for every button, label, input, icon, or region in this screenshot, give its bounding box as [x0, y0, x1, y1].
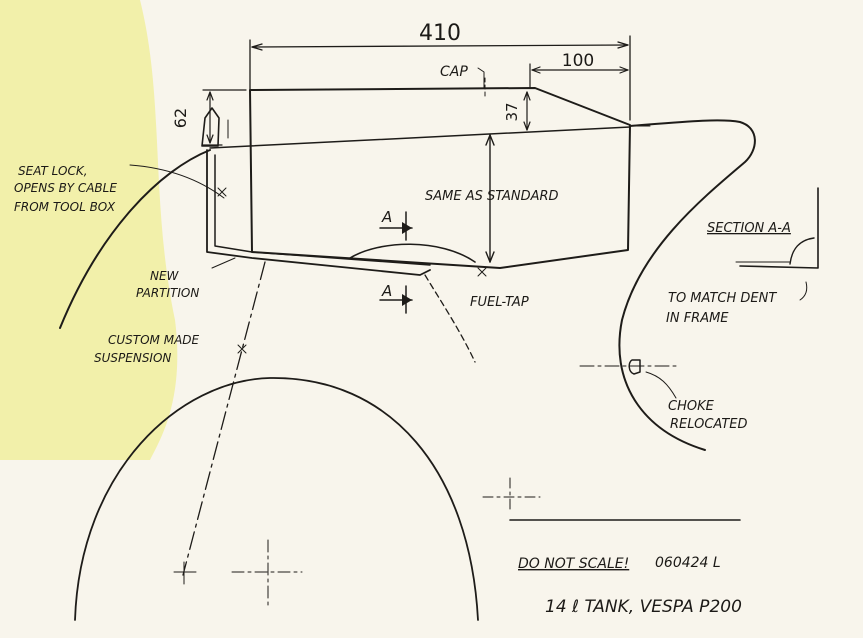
partition-leader — [211, 257, 236, 269]
suspension-end-mark — [173, 561, 197, 585]
dimension-overall — [249, 35, 631, 121]
choke-line2: RELOCATED — [670, 417, 748, 432]
seat-frame-curve — [59, 149, 211, 329]
partition-inner — [214, 154, 431, 266]
highlight-band — [0, 0, 178, 460]
svg-text:A: A — [381, 282, 392, 300]
do-not-scale-label: DO NOT SCALE! — [518, 556, 629, 572]
drawing-title: 14 ℓ TANK, VESPA P200 — [545, 597, 742, 617]
dent-leader — [799, 281, 808, 301]
seat-lock-line3: FROM TOOL BOX — [14, 200, 116, 214]
custom-suspension-line2: SUSPENSION — [94, 351, 171, 365]
dimension-right-height — [523, 91, 531, 131]
section-marker-top: A — [379, 208, 413, 241]
custom-suspension-line1: CUSTOM MADE — [108, 333, 200, 347]
fuel-tap-line — [424, 274, 476, 363]
dimension-rear — [529, 63, 629, 89]
choke-line1: CHOKE — [668, 399, 715, 414]
seat-lock-x-mark — [217, 187, 227, 197]
frame-tube — [618, 119, 756, 451]
fuel-tap-mark — [477, 267, 487, 277]
suspension-x-mark — [237, 344, 247, 354]
drawing-number: 060424 L — [655, 555, 721, 571]
seat-lock-line1: SEAT LOCK, — [18, 164, 88, 178]
seat-lock-line2: OPENS BY CABLE — [14, 181, 117, 195]
cap-leader — [477, 67, 485, 89]
choke-knob — [628, 359, 641, 375]
match-dent-line2: IN FRAME — [666, 311, 729, 326]
right-center-mark — [482, 477, 541, 513]
new-partition-line2: PARTITION — [136, 286, 199, 300]
choke-leader — [645, 371, 677, 399]
partition-outer — [206, 149, 431, 276]
wheel-arc — [74, 377, 479, 621]
same-as-standard-label: SAME AS STANDARD — [425, 189, 559, 204]
cap-label: CAP — [440, 64, 468, 80]
suspension-centerline — [182, 261, 266, 576]
dimension-standard — [485, 134, 495, 263]
svg-text:A: A — [381, 208, 392, 226]
section-aa-dent — [789, 237, 815, 265]
new-partition-line1: NEW — [150, 269, 180, 283]
seat-lock-leader — [129, 164, 225, 199]
dimension-37: 37 — [503, 102, 521, 121]
tank-seam-line — [209, 126, 631, 149]
section-aa-title: SECTION A-A — [707, 221, 791, 236]
section-marker-bottom: A — [379, 282, 413, 314]
dimension-410: 410 — [419, 21, 461, 46]
dimension-100: 100 — [562, 51, 594, 71]
section-aa-profile — [739, 187, 819, 269]
wheel-center-mark — [231, 539, 303, 606]
match-dent-line1: TO MATCH DENT — [668, 291, 777, 306]
seat-lock-body — [201, 107, 220, 147]
tank-bottom-bump — [349, 243, 476, 263]
fuel-tap-label: FUEL-TAP — [470, 295, 529, 310]
dimension-62: 62 — [171, 108, 190, 128]
